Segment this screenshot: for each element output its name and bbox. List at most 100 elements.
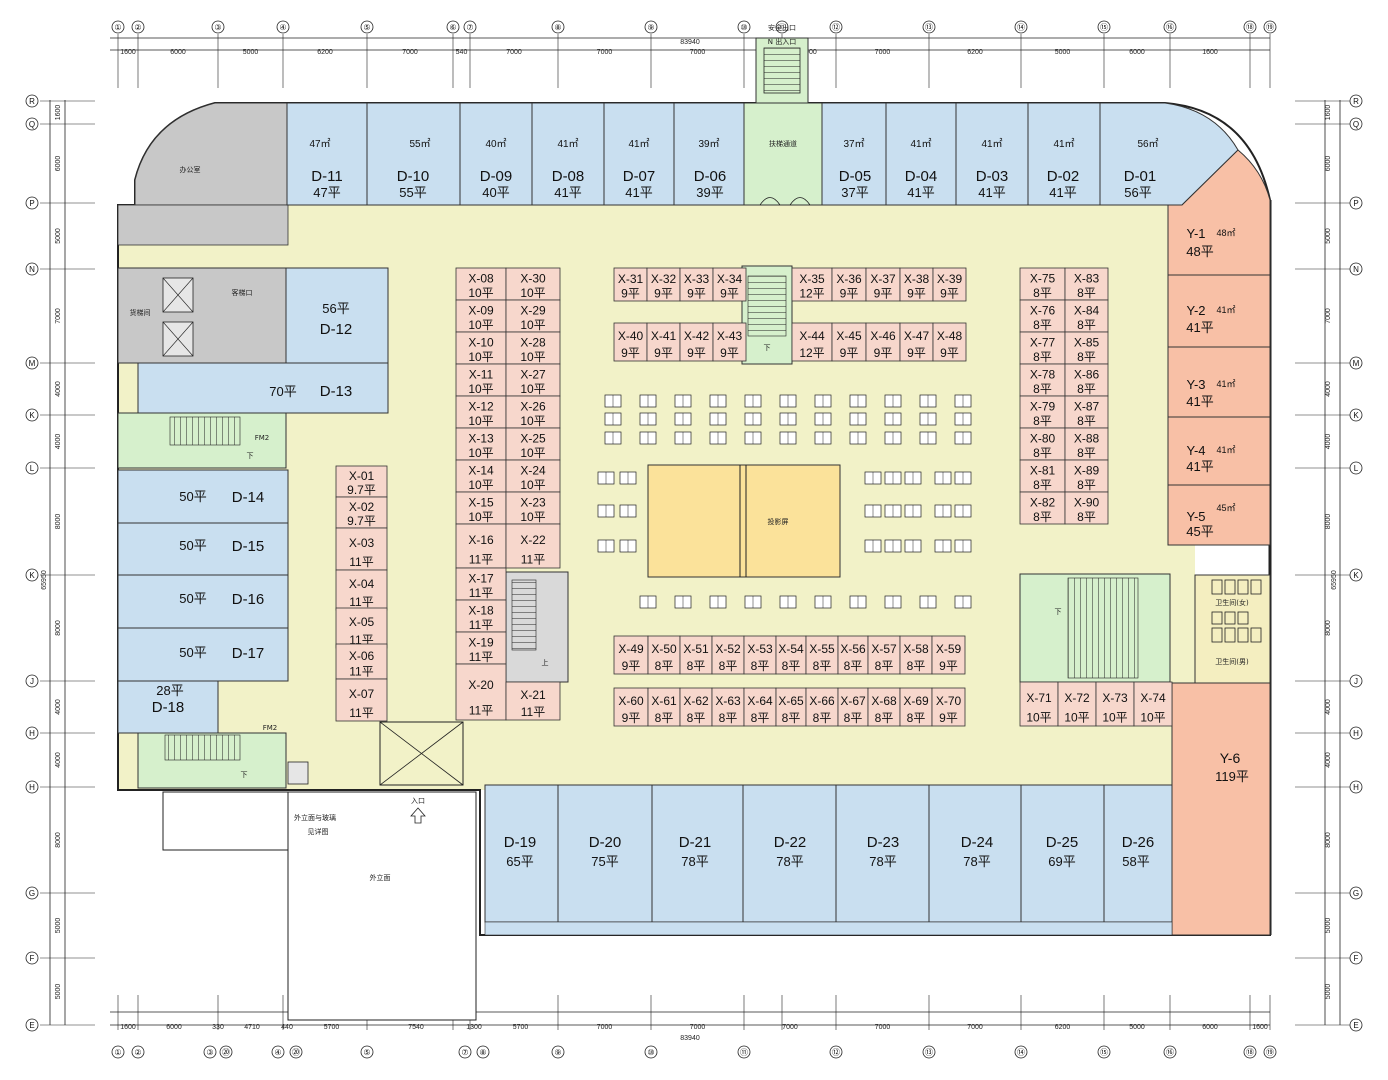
- left-stair-upper[interactable]: 下 FM2: [117, 412, 287, 469]
- shop-d06[interactable]: 39㎡ D-06 39平: [673, 102, 745, 206]
- shop-y2[interactable]: Y-2 41㎡ 41平: [1167, 274, 1271, 348]
- stall-x-02[interactable]: X-029.7平: [335, 496, 388, 529]
- shop-d02[interactable]: 41㎡ D-02 41平: [1027, 102, 1101, 206]
- shop-y3[interactable]: Y-3 41㎡ 41平: [1167, 346, 1271, 418]
- shop-d15[interactable]: 50平 D-15: [117, 522, 289, 576]
- shop-d10[interactable]: 55㎡ D-10 55平: [366, 102, 461, 206]
- freight-elevator-room[interactable]: 货梯间 客梯口: [117, 267, 287, 364]
- shop-y5[interactable]: Y-5 45㎡ 45平: [1167, 484, 1271, 546]
- shop-d09[interactable]: 40㎡ D-09 40平: [459, 102, 533, 206]
- shop-d18[interactable]: 28平 D-18: [117, 680, 219, 734]
- shop-d13[interactable]: 70平 D-13: [137, 362, 389, 414]
- shop-d08[interactable]: 41㎡ D-08 41平: [531, 102, 605, 206]
- left-stair-lower[interactable]: 下 FM2: [137, 724, 309, 789]
- shop-d05[interactable]: 37㎡ D-05 37平: [821, 102, 887, 206]
- center-stair[interactable]: 上: [505, 571, 569, 683]
- right-escalator[interactable]: 下: [1019, 573, 1171, 683]
- shop-d07[interactable]: 41㎡ D-07 41平: [603, 102, 675, 206]
- shop-d17[interactable]: 50平 D-17: [117, 627, 289, 682]
- shop-d03[interactable]: 41㎡ D-03 41平: [955, 102, 1029, 206]
- shop-d16[interactable]: 50平 D-16: [117, 574, 289, 629]
- shop-d11[interactable]: 47㎡ D-11 47平: [286, 102, 368, 206]
- entrance-label[interactable]: 入口: [411, 797, 425, 805]
- stage-area[interactable]: 投影屏: [647, 464, 841, 578]
- shop-d04[interactable]: 41㎡ D-04 41平: [885, 102, 957, 206]
- top-escalator-area[interactable]: 安全出口 N 出入口 扶梯通道: [743, 23, 823, 206]
